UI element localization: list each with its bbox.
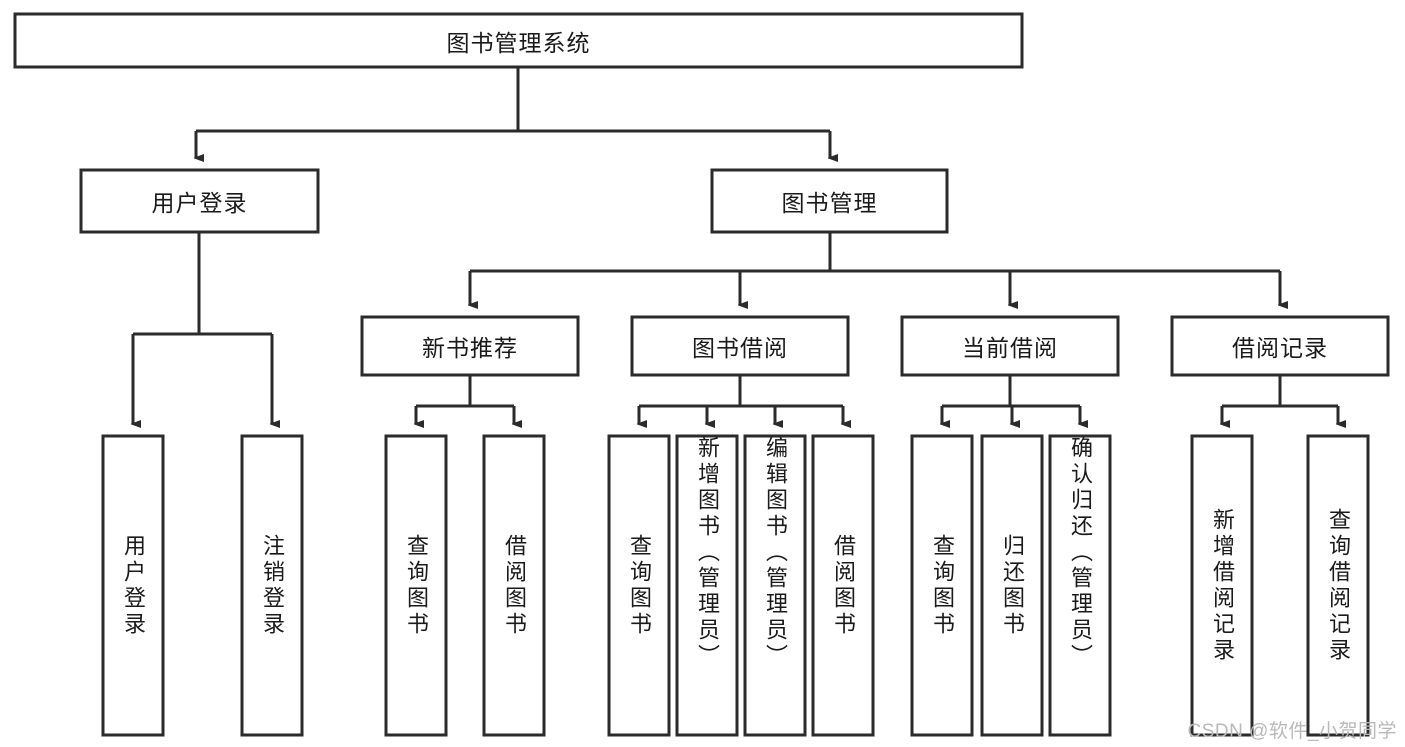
- leaf-box-user-login[interactable]: [101, 434, 165, 737]
- node-box-root[interactable]: [13, 12, 1024, 69]
- leaf-box-borrow-add-book[interactable]: [675, 434, 739, 737]
- leaf-box-rec-query-book[interactable]: [384, 434, 448, 737]
- leaf-box-borrow-borrow-book[interactable]: [811, 434, 875, 737]
- node-box-book-manage[interactable]: [710, 168, 949, 234]
- node-box-borrow-record[interactable]: [1170, 315, 1390, 377]
- leaf-box-record-query[interactable]: [1306, 434, 1370, 737]
- leaf-box-record-add[interactable]: [1190, 434, 1254, 737]
- leaf-box-user-logout[interactable]: [240, 434, 304, 737]
- leaf-box-current-confirm-return[interactable]: [1048, 434, 1112, 737]
- csdn-watermark: CSDN @软件_小贺同学: [1187, 721, 1397, 742]
- leaf-box-borrow-edit-book[interactable]: [743, 434, 807, 737]
- node-box-current-borrow[interactable]: [900, 315, 1120, 377]
- node-box-new-book-rec[interactable]: [360, 315, 580, 377]
- leaf-box-current-return-book[interactable]: [980, 434, 1044, 737]
- leaf-box-current-query-book[interactable]: [910, 434, 974, 737]
- leaf-box-rec-borrow-book[interactable]: [482, 434, 546, 737]
- leaf-box-borrow-query-book[interactable]: [607, 434, 671, 737]
- node-box-book-borrow[interactable]: [630, 315, 850, 377]
- node-box-user-login[interactable]: [79, 168, 320, 234]
